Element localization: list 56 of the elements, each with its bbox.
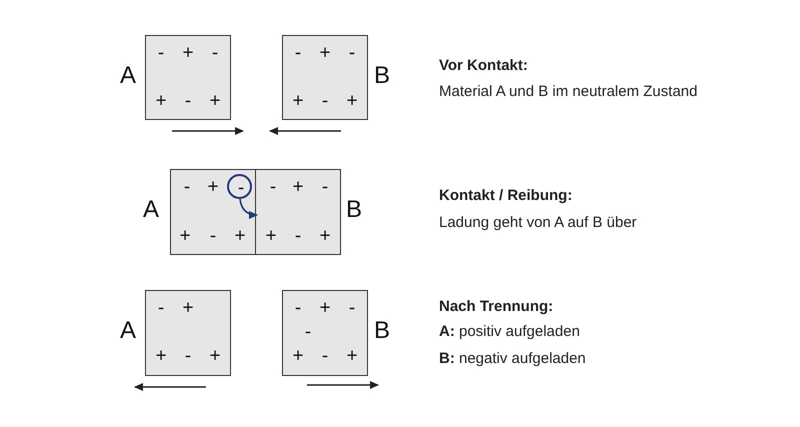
charge-sign: - (322, 346, 328, 366)
charge-sign: + (319, 298, 331, 318)
charge-sign: - (212, 44, 218, 62)
description-text: A: positiv aufgeladen (439, 322, 580, 342)
charge-sign: - (322, 92, 328, 110)
section-heading: Kontakt / Reibung: (439, 186, 572, 206)
material-letter: A (120, 319, 136, 343)
charge-sign: - (158, 44, 164, 62)
charge-sign: + (319, 226, 331, 246)
material-block (170, 169, 256, 255)
charge-sign: + (209, 92, 221, 110)
charge-sign: - (270, 178, 276, 196)
material-block (255, 169, 341, 255)
charge-sign: - (184, 346, 192, 366)
charge-sign: + (265, 226, 277, 246)
material-letter: A (120, 64, 136, 88)
material-block (145, 35, 231, 120)
material-block (282, 35, 368, 120)
charge-sign: + (182, 298, 194, 318)
charge-sign: + (179, 226, 191, 246)
charge-sign: - (294, 226, 302, 246)
charge-sign: + (155, 92, 167, 110)
charge-sign: + (292, 92, 304, 110)
section-heading: Vor Kontakt: (439, 56, 528, 76)
charge-sign: - (210, 226, 216, 246)
material-letter: B (374, 64, 390, 88)
charge-sign: - (294, 44, 302, 62)
charge-sign: + (292, 178, 304, 196)
charge-sign: - (322, 178, 328, 196)
charge-sign: + (155, 346, 167, 366)
charge-sign: + (346, 346, 358, 366)
charge-sign: + (207, 178, 219, 196)
material-letter: A (143, 198, 160, 222)
charge-sign: + (209, 346, 221, 366)
charge-sign: + (182, 44, 194, 62)
charge-sign: + (292, 346, 304, 366)
material-block (282, 290, 368, 376)
charge-sign: - (294, 298, 302, 318)
description-text: Material A und B im neutralem Zustand (439, 82, 698, 102)
charge-sign: + (234, 226, 246, 246)
description-text: Ladung geht von A auf B über (439, 213, 637, 233)
charge-sign: - (348, 44, 356, 62)
charge-sign: - (184, 178, 190, 196)
material-letter: B (374, 319, 390, 343)
charge-sign: - (348, 298, 356, 318)
arrow (239, 198, 258, 219)
charge-sign: - (184, 92, 192, 110)
charge-sign: - (238, 178, 244, 198)
charge-sign: - (158, 298, 164, 318)
charge-sign: + (346, 92, 358, 110)
charge-sign: - (304, 322, 312, 342)
material-letter: B (346, 198, 362, 222)
material-block (145, 290, 231, 376)
charge-sign: + (319, 44, 331, 62)
section-heading: Nach Trennung: (439, 297, 554, 317)
description-text: B: negativ aufgeladen (439, 349, 586, 369)
